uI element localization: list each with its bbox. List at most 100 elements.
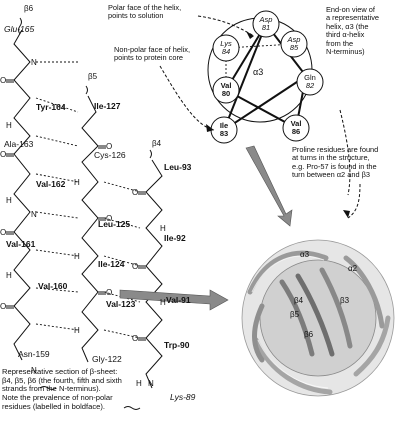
residue-label: Cys-126 xyxy=(94,150,126,160)
atom-h: H xyxy=(6,121,12,130)
residue-label: Ala-163 xyxy=(4,139,34,149)
atom-h: H xyxy=(6,271,12,280)
helix-label-asp85: Asp 85 xyxy=(284,36,304,52)
sheet-caption-line: β4, β5, β6 (the fourth, fifth and sixth xyxy=(2,375,122,385)
atom-o: O xyxy=(0,228,7,237)
endon-note-line: helix, α3 (the xyxy=(326,21,369,31)
residue-number: 86 xyxy=(291,127,301,136)
residue-label: Val-162 xyxy=(36,179,66,189)
residue-name: Asp xyxy=(287,35,301,44)
proline-note-line: e.g. Pro-57 is found in the xyxy=(292,161,377,171)
helix-label-val86: Val 86 xyxy=(286,120,306,136)
atom-h: H xyxy=(6,196,12,205)
endon-note-line: End-on view of xyxy=(326,5,375,14)
helix-label-asp81: Asp 81 xyxy=(256,16,276,32)
residue-number: 85 xyxy=(289,43,299,52)
endon-note-line: a representative xyxy=(326,13,379,23)
hydrogen-bonds xyxy=(35,61,141,339)
residue-name: Asp xyxy=(259,15,273,24)
atom-h: H xyxy=(136,379,142,388)
ribbon-label-b5: β5 xyxy=(290,310,300,319)
helix-label-ile83: Ile 83 xyxy=(214,122,234,138)
strand-label-b5: β5 xyxy=(88,72,98,81)
residue-label: Ile-124 xyxy=(98,259,125,269)
endon-note-line: third α-helix xyxy=(326,30,365,40)
residue-label: Tyr-164 xyxy=(36,102,66,112)
residue-name: Val xyxy=(290,119,302,128)
sheet-caption-line: residues (labelled in boldface). xyxy=(2,401,105,411)
helix-residue-asp85 xyxy=(280,30,308,58)
residue-number: 83 xyxy=(219,129,229,138)
residue-label: Val-161 xyxy=(6,239,36,249)
atom-n: N xyxy=(31,210,37,219)
protein-ribbon xyxy=(241,239,395,397)
endon-note-line: N-terminus) xyxy=(326,47,365,57)
endon-note-line: from the xyxy=(326,38,354,48)
ribbon-label-a2: α2 xyxy=(348,264,358,273)
nonpolar-note-line: Non-polar face of helix, xyxy=(114,45,190,54)
atom-o: O xyxy=(106,288,113,297)
atom-h: H xyxy=(160,224,166,233)
atom-h: H xyxy=(74,252,80,261)
residue-label: Trp-90 xyxy=(164,340,190,350)
residue-label: Leu-93 xyxy=(164,162,192,172)
residue-name: Gln xyxy=(304,73,316,82)
atom-o: O xyxy=(132,262,139,271)
helix-residue-gln82 xyxy=(296,68,324,96)
atom-o: O xyxy=(132,334,139,343)
sheet-caption-line: Note the prevalence of non-polar xyxy=(2,393,113,403)
helix-residue-asp81 xyxy=(252,10,280,38)
beta-sheet-backbone xyxy=(6,17,163,410)
residue-label: Gly-122 xyxy=(92,354,122,364)
ribbon-label-b3: β3 xyxy=(340,296,350,305)
helix-residue-val80 xyxy=(212,76,240,104)
atom-n: N xyxy=(148,379,154,388)
residue-label: Ile-127 xyxy=(94,101,121,111)
residue-name: Lys xyxy=(220,39,232,48)
pointer-arrows xyxy=(119,145,293,311)
strand-label-b6: β6 xyxy=(24,4,34,13)
residue-label: Ile-92 xyxy=(164,233,186,243)
endon-view-note: End-on view of a representative helix, α… xyxy=(326,5,379,57)
residue-name: Val xyxy=(220,81,232,90)
polar-note-line: Polar face of the helix, xyxy=(108,3,182,12)
atom-n: N xyxy=(31,58,37,67)
atom-o: O xyxy=(132,188,139,197)
residue-number: 81 xyxy=(261,23,271,32)
atom-h: H xyxy=(74,178,80,187)
sheet-caption: Representative section of β-sheet: β4, β… xyxy=(2,367,142,412)
residue-number: 80 xyxy=(221,89,231,98)
helix-label-val80: Val 80 xyxy=(216,82,236,98)
proline-note: Proline residues are found at turns in t… xyxy=(292,145,379,180)
ribbon-label-b6: β6 xyxy=(304,330,314,339)
proline-note-line: Proline residues are found xyxy=(292,145,379,154)
polar-face-note: Polar face of the helix, points to solut… xyxy=(108,3,182,21)
nonpolar-note-line: points to protein core xyxy=(114,53,184,63)
residue-number: 84 xyxy=(221,47,231,56)
residue-label: Val-160 xyxy=(38,281,68,291)
atom-o: O xyxy=(106,214,113,223)
residue-label: Leu-125 xyxy=(98,219,131,229)
residue-label: Lys-89 xyxy=(170,392,196,402)
atom-o: O xyxy=(0,76,7,85)
ribbon-label-a3: α3 xyxy=(300,250,310,259)
atom-o: O xyxy=(106,142,113,151)
sheet-caption-line: Representative section of β-sheet: xyxy=(2,367,118,376)
proline-note-line: turn between α2 and β3 xyxy=(292,170,370,180)
sheet-caption-line: strands from the N-terminus). xyxy=(2,384,101,394)
residue-label: Asn-159 xyxy=(18,349,50,359)
helix-residue-lys84 xyxy=(212,34,240,62)
residue-label: Val-123 xyxy=(106,299,136,309)
atom-h: H xyxy=(160,298,166,307)
atom-o: O xyxy=(0,302,7,311)
atom-n: N xyxy=(31,366,37,375)
helical-wheel xyxy=(207,10,324,144)
polar-note-line: points to solution xyxy=(108,11,164,21)
residue-name: Ile xyxy=(219,121,229,130)
atom-o: O xyxy=(0,150,7,159)
residue-label: Glu-165 xyxy=(4,24,35,34)
residue-label: Val-91 xyxy=(166,295,191,305)
nonpolar-face-note: Non-polar face of helix, points to prote… xyxy=(114,45,190,63)
helix-residue-val86 xyxy=(282,114,310,142)
atom-h: H xyxy=(74,326,80,335)
